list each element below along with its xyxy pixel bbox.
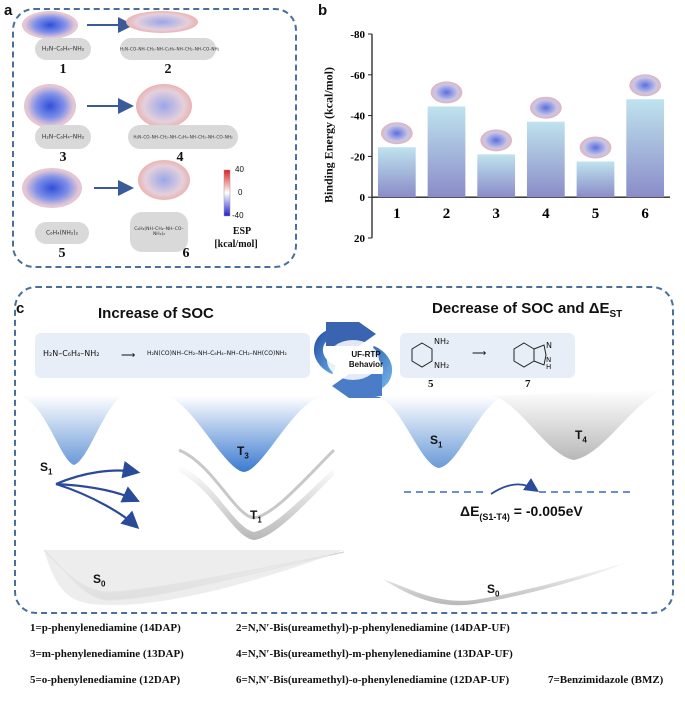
panel-c-letter: c <box>16 300 25 317</box>
esp-map-4 <box>136 84 192 128</box>
right-scheme-nh2-bottom: NH₂ <box>434 361 450 370</box>
structure-3: H₂N–C₆H₄–NH₂ <box>35 125 91 149</box>
y-tick-label: 20 <box>354 233 366 245</box>
structure-5: C₆H₄(NH₂)₂ <box>35 222 89 244</box>
panel-c-frame <box>14 286 674 614</box>
mol-label-3: 3 <box>59 150 67 165</box>
mol-label-1: 1 <box>59 62 67 77</box>
state-t1: T1 <box>250 508 262 525</box>
cycle-icon <box>314 322 392 398</box>
s0-well-right <box>384 560 634 606</box>
state-s0-right: S0 <box>487 582 500 599</box>
state-s1-left: S1 <box>40 460 53 477</box>
s1-well-right <box>374 396 504 468</box>
delta-energy-label: ΔE(S1-T4) = -0.005eV <box>460 503 583 522</box>
mol-label-6: 6 <box>182 246 190 261</box>
esp-map-3 <box>24 84 76 128</box>
esp-map-1 <box>22 11 78 39</box>
bar-1 <box>377 147 416 198</box>
esp-max-label: 40 <box>235 165 244 174</box>
legend-1: 1=p-phenylenediamine (14DAP) <box>30 622 181 634</box>
t3-well <box>164 396 324 472</box>
state-t4: T4 <box>575 428 587 445</box>
legend-6: 6=N,N′-Bis(ureamethyl)-o-phenylenediamin… <box>236 674 510 686</box>
mol-label-2: 2 <box>164 62 172 77</box>
legend-5: 5=o-phenylenediamine (12DAP) <box>30 674 181 686</box>
right-scheme-rings <box>411 342 547 368</box>
t1-curve-upper <box>178 448 336 520</box>
state-s1-right: S1 <box>430 433 443 450</box>
right-title: Decrease of SOC and ΔEST <box>432 300 623 320</box>
state-s0-left: S0 <box>93 572 106 589</box>
y-tick-label: -40 <box>350 111 365 123</box>
y-tick-label: -80 <box>350 29 365 41</box>
right-scheme-arrow: ⟶ <box>472 348 487 359</box>
right-scheme-nh2-top: NH₂ <box>434 337 450 346</box>
x-tick-label: 3 <box>492 206 500 222</box>
left-scheme-reactant: H₂N–C₆H₄–NH₂ <box>43 349 100 358</box>
binding-energy-chart: -80 -60 -40 -20 0 20 1 2 3 4 5 6 <box>350 29 670 245</box>
panel-a-frame <box>12 8 297 268</box>
legend-3: 3=m-phenylenediamine (13DAP) <box>30 648 184 660</box>
bar-esp-icon <box>430 81 463 104</box>
x-tick-label: 6 <box>641 206 649 222</box>
esp-map-2 <box>126 11 198 33</box>
right-scheme-nh: N H <box>546 356 552 371</box>
panel-b-letter: b <box>318 2 328 19</box>
structure-4: H₂N–CO–NH–CH₂–NH–C₆H₄–NH–CH₂–NH–CO–NH₂ <box>128 125 238 149</box>
mol-label-4: 4 <box>176 150 184 165</box>
bar-esp-icon <box>579 136 612 159</box>
bar-esp-icon <box>380 122 413 145</box>
legend-7: 7=Benzimidazole (BMZ) <box>548 674 664 686</box>
esp-map-6 <box>138 160 190 200</box>
structure-1: H₂N–C₆H₄–NH₂ <box>35 38 91 60</box>
esp-map-5 <box>22 168 82 208</box>
scheme-label-5: 5 <box>428 378 434 390</box>
x-tick-label: 1 <box>393 206 401 222</box>
esp-colorbar <box>223 169 231 217</box>
legend-4: 4=N,N′-Bis(ureamethyl)-m-phenylenediamin… <box>236 648 513 660</box>
panel-a-letter: a <box>4 2 13 19</box>
state-t3: T3 <box>237 444 249 461</box>
x-tick-label: 4 <box>542 206 550 222</box>
legend-2: 2=N,N′-Bis(ureamethyl)-p-phenylenediamin… <box>236 622 510 634</box>
bar-3 <box>477 154 516 198</box>
y-tick-label: -60 <box>350 70 365 82</box>
bar-6 <box>626 99 665 198</box>
bar-5 <box>576 161 615 198</box>
x-tick-label: 5 <box>592 206 600 222</box>
mol-label-5: 5 <box>58 246 66 261</box>
x-tick-label: 2 <box>443 206 451 222</box>
left-scheme-box: H₂N–C₆H₄–NH₂ ⟶ H₂N(CO)NH–CH₂–NH–C₆H₄–NH–… <box>35 333 310 378</box>
panel-a-graphics <box>22 11 231 217</box>
y-tick-label: 0 <box>360 192 366 204</box>
bar-2 <box>427 106 466 198</box>
esp-unit: [kcal/mol] <box>214 239 258 250</box>
esp-min-label: -40 <box>232 211 244 220</box>
esp-mid-label: 0 <box>238 188 243 197</box>
t1-well <box>179 465 334 540</box>
structure-2: H₂N–CO–NH–CH₂–NH–C₆H₄–NH–CH₂–NH–CO–NH₂ <box>120 38 219 60</box>
bar-esp-icon <box>629 74 662 97</box>
bar-esp-icon <box>529 96 562 119</box>
bar-4 <box>526 121 565 198</box>
s1-well-left <box>14 395 124 465</box>
energy-diagram <box>14 322 664 606</box>
left-scheme-product: H₂N(CO)NH–CH₂–NH–C₆H₄–NH–CH₂–NH(CO)NH₂ <box>147 350 287 357</box>
structure-6: C₆H₄(NH–CH₂–NH–CO–NH₂)₂ <box>130 212 188 252</box>
cycle-label: UF-RTP Behavior <box>348 350 384 369</box>
left-scheme-arrow: ⟶ <box>121 350 136 361</box>
bar-esp-icon <box>480 129 513 152</box>
scheme-label-7: 7 <box>525 378 531 390</box>
t4-well <box>484 390 664 460</box>
esp-title: ESP <box>232 226 252 237</box>
y-tick-label: -20 <box>350 151 365 163</box>
left-title: Increase of SOC <box>98 305 214 322</box>
right-scheme-n: N <box>546 341 552 350</box>
